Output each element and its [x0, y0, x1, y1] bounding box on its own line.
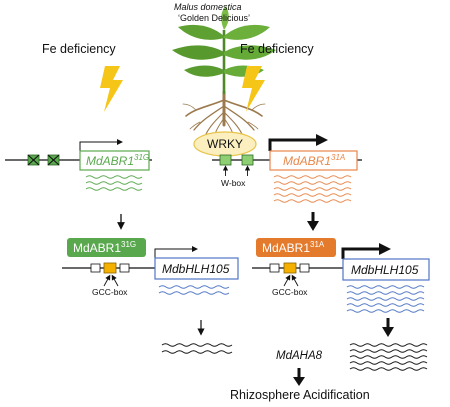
abr1-31g-protein — [67, 238, 146, 257]
mutated-cis-element-2 — [47, 154, 60, 166]
arrowhead-aha8-to-acidification — [293, 377, 305, 386]
abr1-31a-gene-label: MdABR131A — [283, 153, 346, 168]
bhlh105-gene-label-left: MdbHLH105 — [162, 262, 230, 276]
gcc-pointer-right-2 — [291, 274, 299, 287]
protein-allele-31g: 31G — [121, 240, 137, 249]
right-flank-box-2 — [299, 263, 310, 273]
fe-deficiency-label-right: Fe deficiency — [240, 42, 314, 56]
abr1-31a-gene-box — [269, 150, 358, 171]
tss-arrow-bhlh-right-strong — [341, 247, 381, 259]
tss-arrowhead-31a — [316, 134, 328, 146]
abr1-31g-gene-label: MdABR131G — [86, 153, 150, 168]
abr1-protein-name-31g: MdABR1 — [73, 241, 122, 255]
abr1-31a-locus — [193, 131, 362, 203]
abr1-protein-name-31a: MdABR1 — [262, 241, 311, 255]
abr1-31g-locus — [5, 139, 152, 191]
wrky-label: WRKY — [207, 137, 243, 151]
tss-arrowhead-bhlh-right — [379, 243, 391, 255]
arrowhead-bhlh-to-aha8-right — [382, 327, 394, 337]
fe-deficiency-label-left: Fe deficiency — [42, 42, 116, 56]
tss-arrow-31g — [79, 139, 123, 151]
gcc-pointer-right — [283, 274, 291, 287]
right-flank-box-1 — [269, 263, 280, 273]
w-box-element-1 — [219, 154, 232, 166]
abr1-31g-protein-label: MdABR131G — [73, 240, 137, 255]
gcc-pointer-left-2 — [111, 274, 119, 287]
w-box-element-2 — [241, 154, 254, 166]
cultivar-label: ‘Golden Delicious’ — [178, 13, 251, 23]
plant-roots — [182, 90, 266, 135]
rhizosphere-acidification-label: Rhizosphere Acidification — [230, 388, 370, 402]
w-box-label: W-box — [221, 178, 246, 188]
tss-arrow-bhlh-left — [154, 246, 198, 258]
bhlh105-locus-left — [62, 238, 239, 295]
allele-31a: 31A — [331, 153, 346, 162]
left-flank-box-1 — [90, 263, 101, 273]
abr1-31a-protein-label: MdABR131A — [262, 240, 325, 255]
gcc-pointer-left — [103, 274, 111, 287]
left-lightning-bolt-icon — [100, 66, 123, 112]
abr1-name-31g: MdABR1 — [86, 154, 135, 168]
abr1-31a-protein — [256, 238, 336, 257]
aha8-gene-label: MdAHA8 — [276, 350, 323, 362]
bhlh105-transcripts-left — [158, 285, 230, 295]
left-flank-box-2 — [119, 263, 130, 273]
bhlh105-gene-label-right: MdbHLH105 — [351, 263, 419, 277]
gcc-box-right — [283, 262, 297, 274]
gcc-box-left — [103, 262, 117, 274]
bhlh105-locus-right — [252, 238, 430, 313]
bhlh105-transcripts-right — [346, 285, 425, 313]
bhlh105-gene-box-left — [154, 257, 239, 280]
aha8-transcripts-right — [349, 343, 428, 371]
abr1-31g-transcripts — [85, 175, 143, 191]
protein-allele-31a: 31A — [310, 240, 325, 249]
abr1-31g-gene-box — [79, 150, 150, 171]
mutated-cis-element-1 — [27, 154, 40, 166]
gcc-box-label-right: GCC-box — [272, 287, 308, 297]
species-label: Malus domestica — [174, 2, 242, 12]
apple-seedling-illustration — [172, 6, 276, 135]
tss-arrow-31a-strong — [268, 138, 318, 151]
bhlh105-gene-box-right — [342, 258, 430, 281]
allele-31g: 31G — [134, 153, 150, 162]
abr1-31a-transcripts — [273, 175, 352, 203]
arrowhead-31a-to-protein — [307, 221, 319, 231]
aha8-transcripts-left — [161, 343, 233, 354]
gcc-box-label-left: GCC-box — [92, 287, 128, 297]
abr1-name-31a: MdABR1 — [283, 154, 332, 168]
right-lightning-bolt-icon — [242, 66, 265, 112]
